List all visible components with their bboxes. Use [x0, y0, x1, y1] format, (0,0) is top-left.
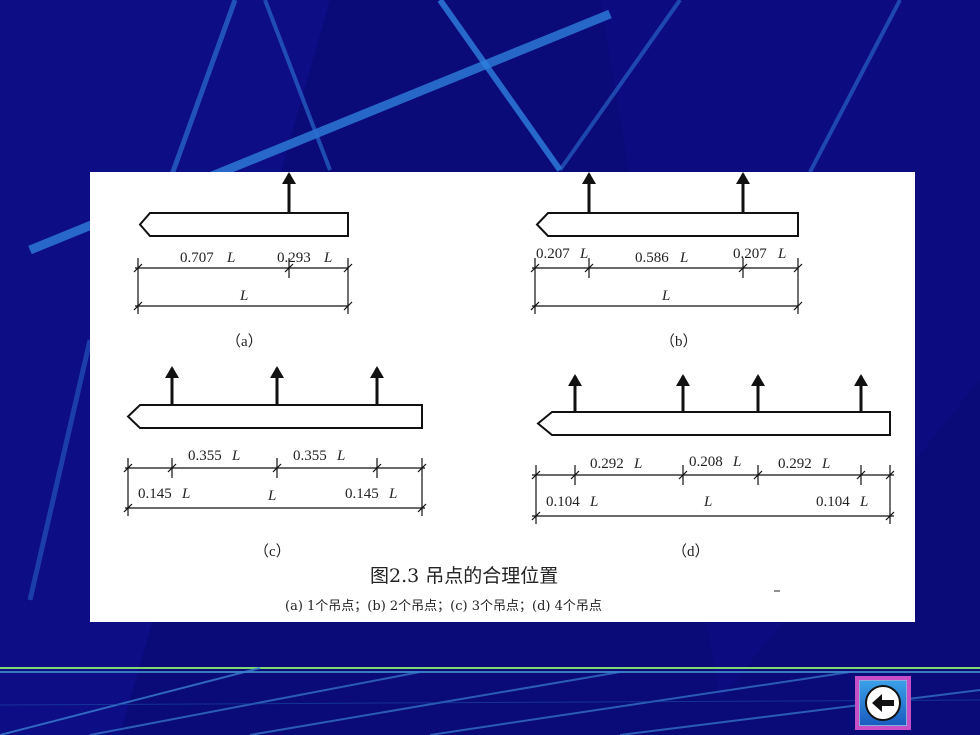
back-button-face[interactable] [859, 680, 907, 726]
dim-c-seg2-value: 0.355 [293, 448, 327, 464]
dim-c-seg1-value: 0.355 [188, 448, 222, 464]
dim-c-seg2-L: L [336, 448, 345, 464]
figure-panel: 0.707 L 0.293 L L （a） 0.207 L 0.586 L 0.… [90, 172, 915, 622]
dim-b-seg2-L: L [679, 250, 688, 266]
diagram-a [133, 172, 353, 314]
label-a: （a） [226, 333, 263, 350]
pile-d [536, 411, 891, 436]
figure-caption-subtitle: (a) 1个吊点；(b) 2个吊点；(c) 3个吊点；(d) 4个吊点 [285, 599, 602, 614]
dim-a-total: L [239, 288, 248, 304]
dim-d-end-right-value: 0.104 [816, 494, 850, 510]
dim-a-left-value: 0.707 [180, 250, 214, 266]
label-c: （c） [254, 543, 291, 560]
pile-b [535, 212, 799, 237]
diagram-b [530, 172, 803, 314]
dim-a-left-L: L [226, 250, 235, 266]
dim-c-total: L [267, 488, 276, 504]
dim-b-total: L [661, 288, 670, 304]
diagram-d [531, 374, 895, 524]
dim-c-end-left-L: L [181, 486, 190, 502]
dim-d-seg1-L: L [633, 456, 642, 472]
dim-d-end-left-value: 0.104 [546, 494, 580, 510]
dim-b-seg3-L: L [777, 246, 786, 262]
dim-b-seg3-value: 0.207 [733, 246, 767, 262]
dim-a-right-value: 0.293 [277, 250, 311, 266]
pile-a [138, 212, 349, 237]
dim-c-end-right-value: 0.145 [345, 486, 379, 502]
dim-d-total: L [703, 494, 712, 510]
figure-caption-title: 图2.3 吊点的合理位置 [370, 565, 558, 587]
dim-b-seg2-value: 0.586 [635, 250, 669, 266]
dim-c-end-right-L: L [388, 486, 397, 502]
back-arrow-icon [865, 685, 901, 721]
dim-c-seg1-L: L [231, 448, 240, 464]
dim-d-seg2-value: 0.208 [689, 454, 723, 470]
dim-b-seg1-value: 0.207 [536, 246, 570, 262]
dim-d-end-left-L: L [589, 494, 598, 510]
dim-b-seg1-L: L [579, 246, 588, 262]
dim-d-seg3-value: 0.292 [778, 456, 812, 472]
dim-d-seg3-L: L [821, 456, 830, 472]
back-button[interactable] [855, 676, 911, 730]
dim-d-seg1-value: 0.292 [590, 456, 624, 472]
pile-c [126, 404, 423, 429]
dim-a-right-L: L [323, 250, 332, 266]
label-b: （b） [660, 333, 698, 350]
label-d: （d） [672, 543, 710, 560]
diagram-c [123, 366, 427, 516]
dim-d-seg2-L: L [732, 454, 741, 470]
dim-c-end-left-value: 0.145 [138, 486, 172, 502]
dim-d-end-right-L: L [859, 494, 868, 510]
